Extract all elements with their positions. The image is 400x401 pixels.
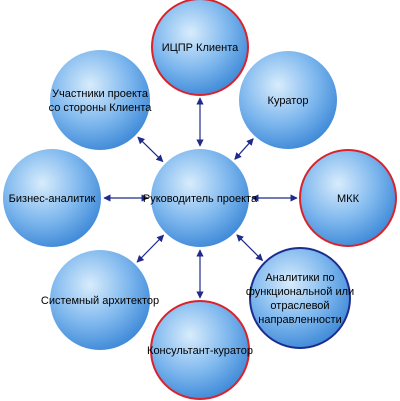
node-consultant-label: Консультант-куратор xyxy=(147,345,253,357)
node-center-circle xyxy=(151,149,249,247)
node-icpr-label: ИЦПР Клиента xyxy=(162,42,239,54)
arrow-center-analysts xyxy=(236,234,264,262)
node-mkk-label: МКК xyxy=(337,193,360,205)
node-analysts-circle xyxy=(249,247,351,349)
node-architect: Системный архитектор xyxy=(41,250,159,350)
node-icpr-circle xyxy=(151,0,249,96)
arrow-center-architect xyxy=(136,234,165,263)
node-center-label: Руководитель проекта xyxy=(143,193,258,205)
node-business: Бизнес-аналитик xyxy=(3,149,101,247)
arrow-center-participants xyxy=(137,136,164,163)
arrow-center-curator xyxy=(234,138,254,160)
node-architect-circle xyxy=(50,250,150,350)
node-business-circle xyxy=(3,149,101,247)
node-business-label: Бизнес-аналитик xyxy=(9,193,96,205)
node-participants-circle xyxy=(50,50,150,150)
node-curator: Куратор xyxy=(239,51,337,149)
node-mkk: МКК xyxy=(299,149,397,247)
node-mkk-circle xyxy=(299,149,397,247)
node-center: Руководитель проекта xyxy=(143,149,258,247)
node-consultant-circle xyxy=(150,300,250,400)
node-icpr: ИЦПР Клиента xyxy=(151,0,249,96)
node-curator-circle xyxy=(239,51,337,149)
node-architect-label: Системный архитектор xyxy=(41,295,159,307)
node-consultant: Консультант-куратор xyxy=(147,300,253,400)
node-curator-label: Куратор xyxy=(268,95,309,107)
